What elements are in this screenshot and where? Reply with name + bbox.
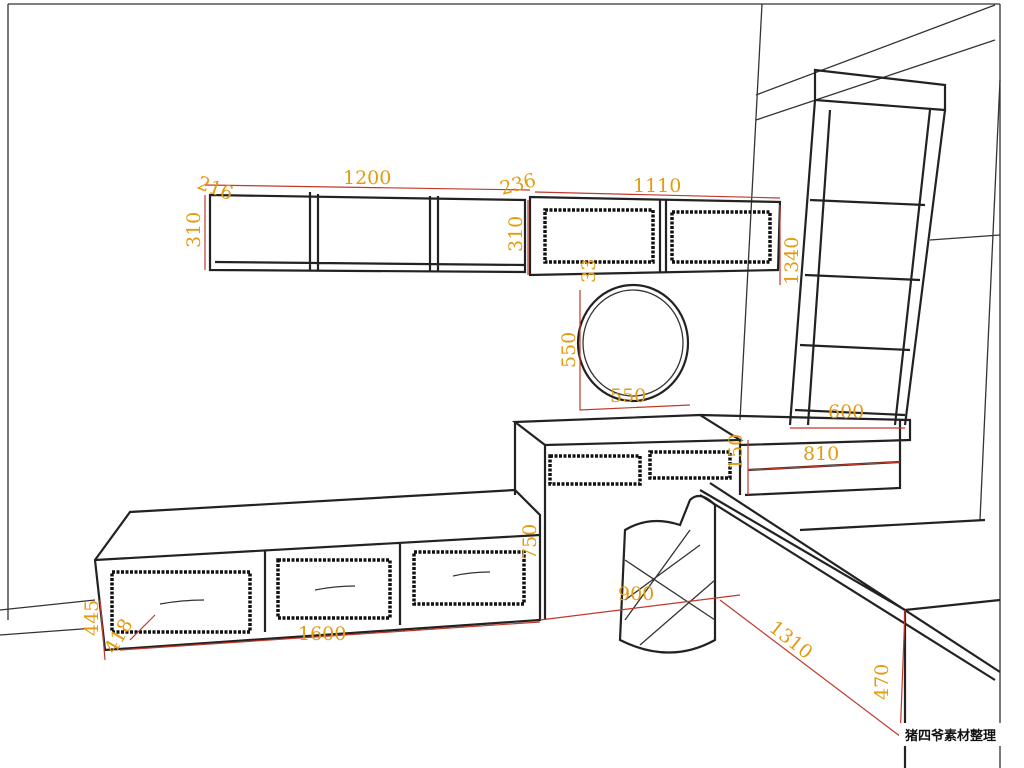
dim-label: 216 [194,172,236,205]
dim-label: 445 [81,600,103,636]
low-drawer-cabinet [93,488,542,652]
dim-label: 810 [803,443,839,465]
dim-label: 750 [519,524,541,560]
dim-label: 550 [558,332,580,368]
dim-label: 600 [828,401,864,423]
wall-corner [739,3,996,421]
dim-label: 1600 [298,623,346,645]
dim-label: 1340 [781,237,803,285]
dim-label: 418 [100,615,137,657]
round-mirror [576,283,690,403]
dim-label: 1110 [633,175,681,197]
dim-label: 550 [610,385,646,407]
dim-label: 310 [183,212,205,248]
dimension-lines [99,184,906,741]
dim-label: 310 [505,216,527,252]
floor-line [0,599,96,636]
stool [618,494,717,654]
dim-label: 33 [578,259,600,283]
dim-label: 900 [618,583,654,605]
wall-cabinet [528,195,782,277]
frame-border [7,3,1001,768]
dim-label: 470 [871,664,893,700]
open-wall-shelf [208,192,527,274]
watermark: 猪四爷素材整理 [898,723,1002,746]
bookcase [788,68,1001,521]
dressing-table [511,413,912,620]
dim-label: 1200 [343,167,391,189]
dim-label: 236 [498,169,539,200]
dim-label: 150 [725,434,747,470]
